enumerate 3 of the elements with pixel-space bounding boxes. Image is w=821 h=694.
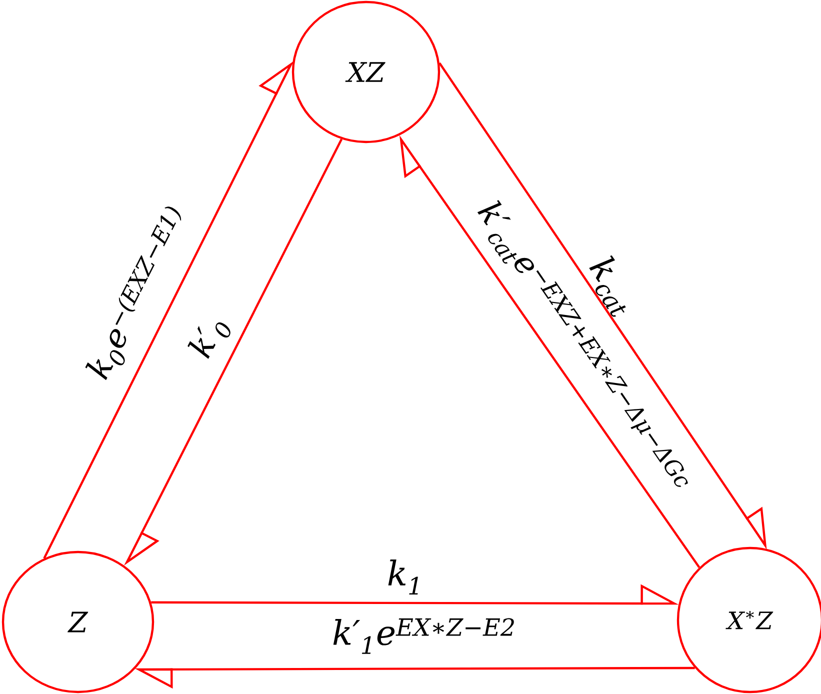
edge-label: k′$_{0}$ <box>188 322 230 359</box>
edge-label: k′$_{1}$e$^{EX∗Z−E2}$ <box>333 618 514 654</box>
edge-label: k$_{1}$ <box>388 560 418 594</box>
